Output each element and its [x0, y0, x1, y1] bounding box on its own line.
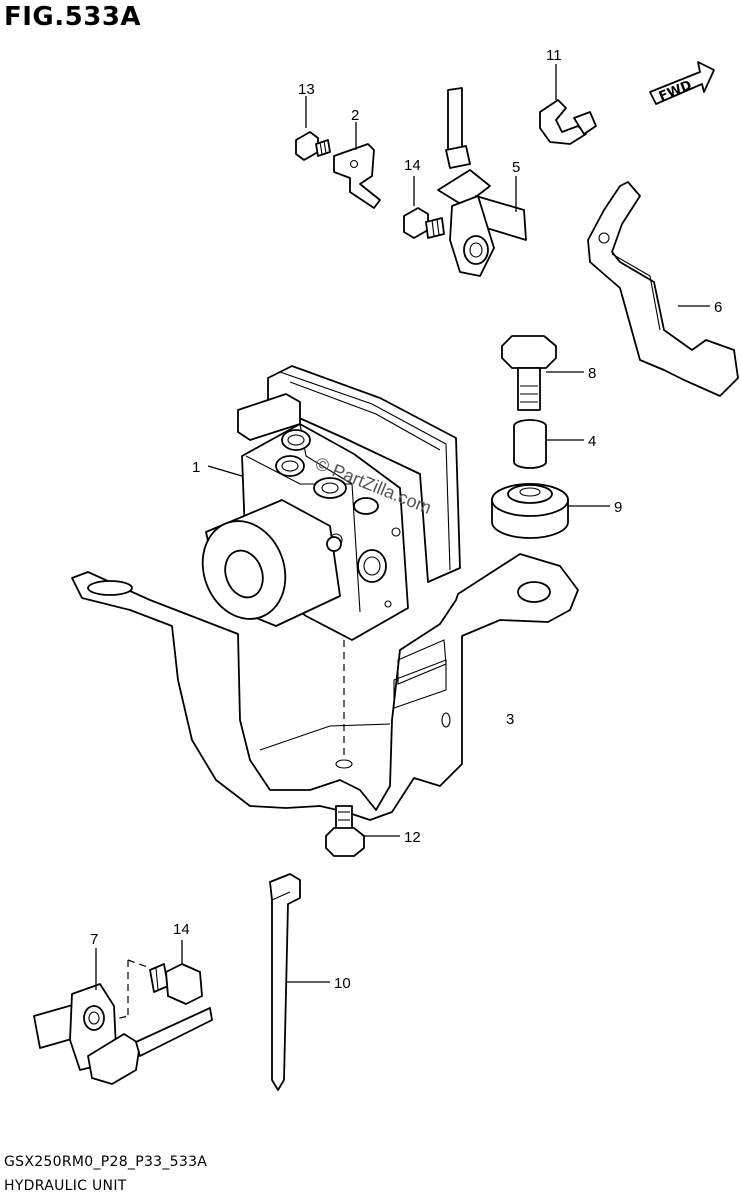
part-8-bolt	[501, 335, 557, 411]
callout-11: 11	[546, 47, 562, 64]
part-5-wheel-speed-sensor	[437, 87, 527, 277]
part-7-wheel-speed-sensor	[33, 983, 213, 1085]
part-1-hydraulic-unit	[201, 365, 461, 641]
callout-10: 10	[334, 975, 351, 992]
callout-14-upper: 14	[404, 157, 421, 174]
callout-3: 3	[506, 711, 514, 728]
diagram-name: HYDRAULIC UNIT	[4, 1178, 127, 1194]
callout-1: 1	[192, 459, 200, 476]
callout-2: 2	[351, 107, 359, 124]
callout-6: 6	[714, 299, 722, 316]
part-3-bracket	[71, 553, 579, 821]
part-11-clamp	[539, 99, 597, 145]
callout-13: 13	[298, 81, 315, 98]
part-6-bracket	[587, 181, 739, 397]
part-9-grommet	[491, 483, 569, 539]
part-4-collar	[513, 419, 547, 469]
leader-lines	[95, 64, 710, 990]
callout-7: 7	[90, 931, 98, 948]
callout-5: 5	[512, 159, 520, 176]
assembly-dashed-line	[127, 959, 151, 969]
figure-title: FIG.533A	[4, 2, 142, 32]
part-12-bolt	[325, 805, 365, 857]
part-14-bolt-upper	[403, 207, 445, 239]
part-13-bolt	[295, 131, 331, 161]
diagram-code: GSX250RM0_P28_P33_533A	[4, 1154, 208, 1170]
callout-4: 4	[588, 433, 596, 450]
callout-9: 9	[614, 499, 622, 516]
part-10-cable-tie	[269, 873, 301, 1091]
part-14-bolt-lower	[149, 963, 203, 1005]
fwd-arrow-icon: FWD	[649, 61, 715, 105]
callout-12: 12	[404, 829, 421, 846]
part-2-bracket	[333, 143, 381, 209]
callout-14-lower: 14	[173, 921, 190, 938]
callout-8: 8	[588, 365, 596, 382]
